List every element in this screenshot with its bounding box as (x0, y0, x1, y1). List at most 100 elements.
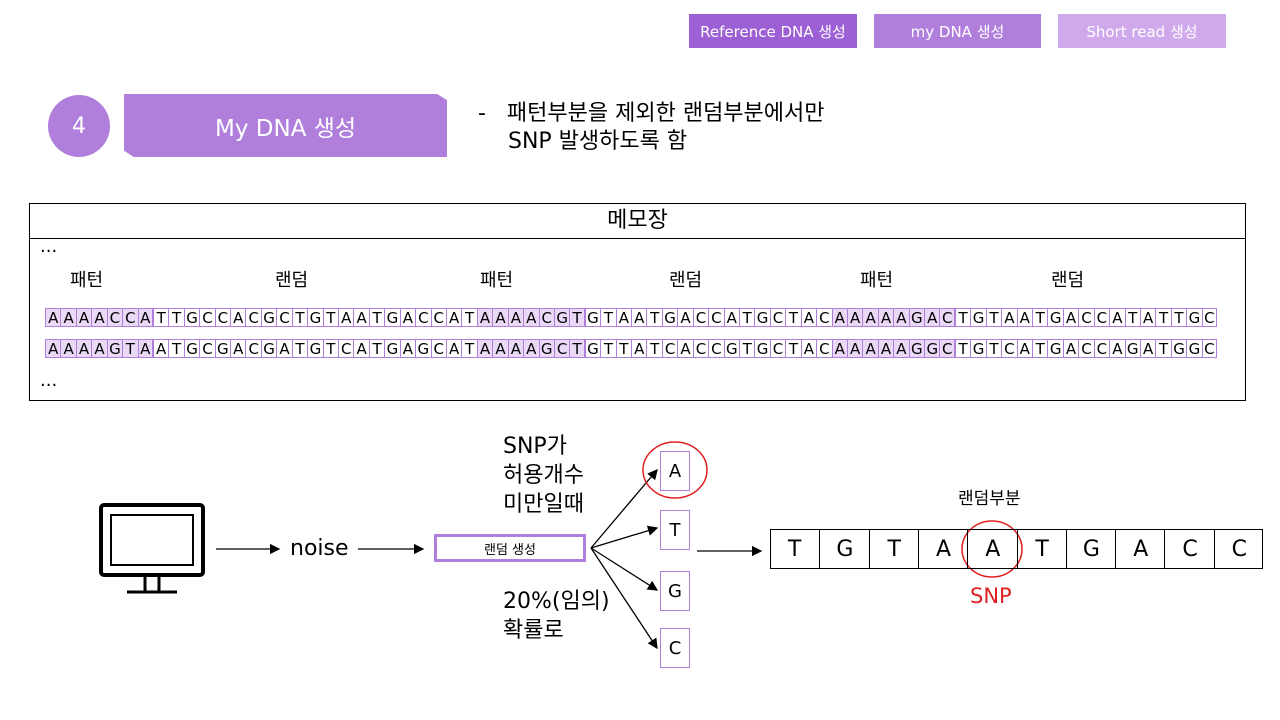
description-line-2: SNP 발생하도록 함 (508, 129, 688, 154)
nucleotide-cell: A (60, 308, 76, 327)
nucleotide-cell: G (1124, 339, 1140, 358)
nucleotide-cell: C (1001, 339, 1017, 358)
nucleotide-cell: T (738, 339, 755, 358)
nucleotide-cell: G (260, 339, 277, 358)
nucleotide-cell: A (1139, 339, 1156, 358)
nucleotide-cell: G (415, 339, 431, 358)
nucleotide-cell: A (445, 308, 462, 327)
nucleotide-cell: A (45, 308, 61, 327)
nucleotide-cell: T (461, 339, 477, 358)
segment-label-random: 랜덤 (669, 270, 703, 291)
nucleotide-cell: G (183, 339, 200, 358)
my-dna-button[interactable]: my DNA 생성 (874, 14, 1041, 48)
nucleotide-cell: A (831, 339, 847, 358)
nucleotide-cell: G (214, 339, 231, 358)
nucleotide-cell: G (908, 339, 925, 358)
nucleotide-cell: T (322, 339, 339, 358)
nucleotide-cell: C (692, 308, 709, 327)
nucleotide-cell: A (877, 308, 894, 327)
nucleotide-cell: C (661, 339, 678, 358)
nucleotide-cell: A (924, 308, 940, 327)
nucleotide-cell: G (1186, 339, 1202, 358)
nucleotide-cell: T (291, 339, 308, 358)
result-base: C (1213, 529, 1264, 569)
nucleotide-a-box: A (660, 451, 690, 491)
nucleotide-cell: T (985, 339, 1002, 358)
nucleotide-cell: C (338, 339, 354, 358)
condition-line: 허용개수 (503, 463, 584, 488)
arrow-to-t (590, 525, 659, 549)
short-read-button[interactable]: Short read 생성 (1058, 14, 1226, 48)
segment-label-random: 랜덤 (275, 270, 309, 291)
nucleotide-cell: C (939, 308, 955, 327)
reference-dna-button[interactable]: Reference DNA 생성 (689, 14, 857, 48)
nucleotide-cell: T (1032, 308, 1048, 327)
nucleotide-cell: A (1062, 308, 1079, 327)
segment-label-random: 랜덤 (1051, 270, 1085, 291)
nucleotide-t-box: T (660, 510, 690, 550)
nucleotide-cell: G (1170, 339, 1187, 358)
arrow-to-c (590, 547, 658, 650)
nucleotide-cell: C (430, 308, 446, 327)
nucleotide-cell: A (75, 308, 92, 327)
nucleotide-cell: G (584, 339, 601, 358)
nucleotide-cell: A (476, 339, 493, 358)
nucleotide-cell: A (631, 339, 647, 358)
nucleotide-cell: A (152, 339, 169, 358)
nucleotide-cell: C (769, 339, 786, 358)
nucleotide-cell: A (230, 308, 246, 327)
probability-line: 20%(임의) (503, 589, 610, 614)
nucleotide-cell: A (137, 339, 153, 358)
nucleotide-cell: A (507, 339, 524, 358)
nucleotide-cell: T (368, 339, 385, 358)
nucleotide-cell: T (985, 308, 1002, 327)
nucleotide-cell: A (631, 308, 647, 327)
nucleotide-cell: C (415, 308, 431, 327)
step-title: My DNA 생성 (124, 94, 447, 157)
nucleotide-cell: A (60, 339, 76, 358)
nucleotide-cell: T (1032, 339, 1048, 358)
nucleotide-cell: A (893, 308, 909, 327)
nucleotide-cell: T (600, 339, 616, 358)
nucleotide-cell: T (646, 308, 662, 327)
nucleotide-cell: A (1001, 308, 1017, 327)
nucleotide-cell: G (183, 308, 200, 327)
arrow-to-a (590, 469, 658, 549)
nucleotide-c-box: C (660, 628, 690, 668)
memo-ellipsis-top: ... (40, 236, 58, 257)
nucleotide-cell: A (846, 308, 863, 327)
nucleotide-cell: A (677, 339, 693, 358)
probability-text: 20%(임의) 확률로 (503, 587, 610, 645)
nucleotide-cell: A (846, 339, 863, 358)
nucleotide-cell: A (45, 339, 61, 358)
nucleotide-cell: T (615, 339, 632, 358)
nucleotide-cell: A (800, 308, 817, 327)
result-base-snp: A (967, 529, 1017, 569)
result-base: A (1115, 529, 1165, 569)
nucleotide-cell: A (831, 308, 847, 327)
segment-label-pattern: 패턴 (860, 270, 894, 291)
nucleotide-cell: C (276, 308, 292, 327)
nucleotide-cell: T (569, 339, 585, 358)
nucleotide-cell: G (924, 339, 940, 358)
result-base: C (1164, 529, 1214, 569)
nucleotide-cell: A (800, 339, 817, 358)
nucleotide-cell: A (399, 308, 416, 327)
nucleotide-cell: T (1155, 339, 1171, 358)
nucleotide-cell: C (199, 308, 215, 327)
nucleotide-cell: T (322, 308, 339, 327)
random-part-label: 랜덤부분 (958, 489, 1021, 509)
nucleotide-cell: G (307, 339, 323, 358)
nucleotide-cell: G (970, 308, 986, 327)
nucleotide-cell: A (230, 339, 246, 358)
nucleotide-cell: G (1186, 308, 1202, 327)
nucleotide-cell: G (1047, 308, 1063, 327)
nucleotide-cell: A (523, 339, 539, 358)
nucleotide-cell: T (954, 308, 971, 327)
result-base: T (1016, 529, 1067, 569)
nucleotide-cell: C (245, 339, 261, 358)
nucleotide-cell: G (584, 308, 601, 327)
nucleotide-cell: C (816, 339, 832, 358)
